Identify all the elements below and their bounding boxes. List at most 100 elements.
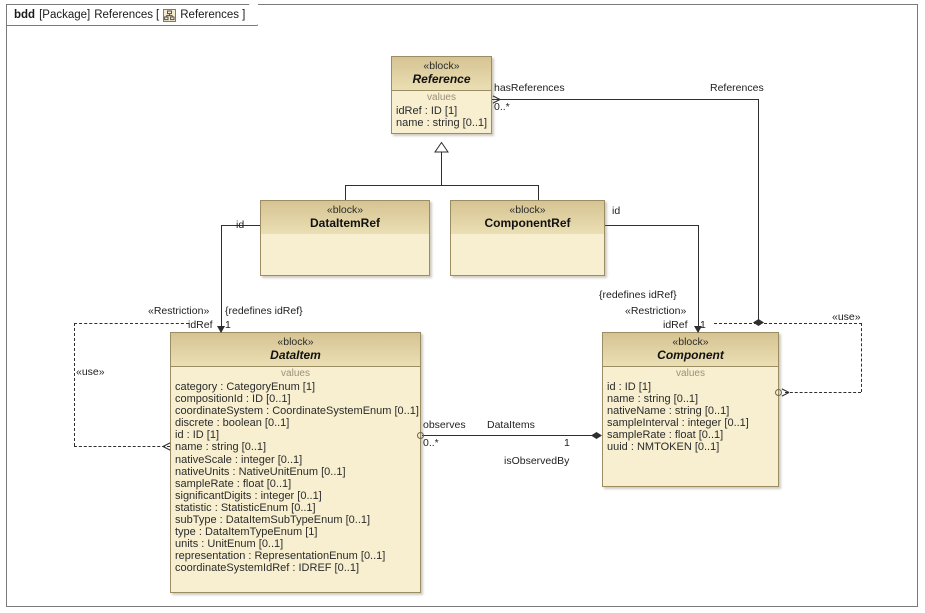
right-restriction-stereotype: «Restriction» [625, 305, 687, 317]
property-row: compositionId : ID [0..1] [175, 393, 291, 406]
block-component-stereotype: «block» [672, 336, 709, 348]
has-references-multiplicity: 0..* [494, 101, 510, 113]
generalization-crossbar [345, 185, 538, 186]
property-row: units : UnitEnum [0..1] [175, 538, 284, 551]
block-dataitem-name: DataItem [270, 348, 321, 362]
use-right-line-bottom [785, 392, 861, 393]
use-left-line-left [74, 323, 75, 446]
property-row: nativeUnits : NativeUnitEnum [0..1] [175, 465, 346, 478]
block-componentref-header: «block» ComponentRef [451, 201, 604, 234]
observes-multiplicity: 0..* [423, 437, 439, 449]
block-reference-name: Reference [412, 72, 471, 86]
property-row: representation : RepresentationEnum [0..… [175, 550, 386, 563]
bracket-open: [ [156, 9, 160, 21]
generalization-branch-dataitemref [345, 185, 346, 200]
dataitemref-id-arrowhead [217, 326, 225, 333]
generalization-stem [441, 152, 442, 185]
dataitemref-id-line-v [221, 225, 222, 332]
compartment-title: values [281, 368, 310, 379]
diagram-frame-header: bdd [Package] References [ References ] [6, 4, 259, 26]
dataitems-diamond [591, 432, 602, 439]
diagram-package-tag: [Package] [39, 9, 91, 21]
use-right-end-circle [775, 389, 782, 396]
use-right-line-top [714, 323, 862, 324]
property-row: nativeName : string [0..1] [607, 405, 730, 418]
dataitemref-id-role-label: id [236, 219, 245, 231]
block-componentref-stereotype: «block» [509, 204, 546, 216]
property-row: discrete : boolean [0..1] [175, 417, 290, 430]
property-row: significantDigits : integer [0..1] [175, 489, 322, 502]
has-references-role-label: hasReferences [494, 82, 565, 94]
block-dataitem-header: «block» DataItem [171, 333, 420, 367]
block-dataitem[interactable]: «block» DataItem values category : Categ… [170, 332, 421, 593]
references-label: References [710, 82, 764, 94]
dataitemref-id-line-h [221, 225, 260, 226]
componentref-id-line-h [605, 225, 699, 226]
property-row: nativeScale : integer [0..1] [175, 453, 303, 466]
property-row: idRef : ID [1] [396, 105, 458, 117]
use-right-stereotype: «use» [832, 311, 861, 323]
block-reference-header: «block» Reference [392, 57, 491, 91]
left-idref-multiplicity: 1 [225, 319, 231, 331]
left-restriction-stereotype: «Restriction» [148, 305, 210, 317]
block-reference-values-compartment: values idRef : ID [1] name : string [0..… [392, 91, 491, 131]
block-component[interactable]: «block» Component values id : ID [1] nam… [602, 332, 779, 487]
bracket-close: ] [242, 9, 246, 21]
block-dataitemref-stereotype: «block» [326, 204, 364, 216]
dataitems-label: DataItems [487, 419, 535, 431]
property-row: name : string [0..1] [396, 117, 488, 130]
use-left-arrowhead [163, 446, 171, 447]
block-dataitemref[interactable]: «block» DataItemRef [260, 200, 430, 276]
property-row: coordinateSystem : CoordinateSystemEnum … [175, 405, 419, 418]
observes-end-circle [417, 432, 424, 439]
use-left-stereotype: «use» [76, 366, 105, 378]
generalization-branch-componentref [538, 185, 539, 200]
generalization-triangle-outline [434, 141, 449, 153]
block-dataitemref-header: «block» DataItemRef [261, 201, 429, 234]
property-row: sampleRate : float [0..1] [175, 477, 292, 490]
property-row: type : DataItemTypeEnum [1] [175, 526, 318, 539]
diagram-name: References [180, 9, 240, 21]
property-row: statistic : StatisticEnum [0..1] [175, 501, 316, 514]
property-row: coordinateSystemIdRef : IDREF [0..1] [175, 562, 360, 575]
block-dataitemref-name: DataItemRef [309, 216, 381, 230]
block-componentref-name: ComponentRef [484, 216, 571, 230]
property-row: sampleInterval : integer [0..1] [607, 417, 749, 430]
left-redefines-constraint: {redefines idRef} [225, 305, 303, 317]
diagram-package-name: References [94, 9, 154, 21]
use-right-line-right [861, 323, 862, 392]
block-component-header: «block» Component [603, 333, 778, 367]
observes-role-label: observes [423, 419, 466, 431]
property-row: category : CategoryEnum [1] [175, 381, 316, 393]
references-diamond [753, 319, 764, 326]
property-row: subType : DataItemSubTypeEnum [0..1] [175, 514, 371, 527]
use-left-line-top [74, 323, 189, 324]
property-row: name : string [0..1] [175, 441, 267, 454]
right-redefines-constraint: {redefines idRef} [599, 289, 677, 301]
block-dataitem-values-compartment: values category : CategoryEnum [1] compo… [171, 367, 420, 577]
references-line-v [758, 99, 759, 323]
use-right-arrowhead [781, 392, 789, 393]
compartment-title: values [427, 92, 456, 103]
block-reference-stereotype: «block» [423, 60, 460, 72]
block-componentref[interactable]: «block» ComponentRef [450, 200, 605, 276]
property-row: sampleRate : float [0..1] [607, 429, 724, 442]
use-left-line-bottom [74, 446, 170, 447]
property-row: uuid : NMTOKEN [0..1] [607, 441, 720, 454]
right-idref-role-label: idRef [663, 319, 688, 331]
has-references-arrowhead [492, 99, 500, 100]
componentref-id-line-v [698, 225, 699, 332]
componentref-id-arrowhead [694, 326, 702, 333]
block-component-values-compartment: values id : ID [1] name : string [0..1] … [603, 367, 778, 456]
diagram-kind-label: bdd [14, 9, 36, 21]
right-idref-multiplicity: 1 [700, 319, 706, 331]
property-row: id : ID [1] [607, 381, 652, 393]
has-references-line-h [492, 99, 759, 100]
block-component-name: Component [657, 348, 724, 362]
componentref-id-role-label: id [612, 205, 621, 217]
block-reference[interactable]: «block» Reference values idRef : ID [1] … [391, 56, 492, 134]
observes-association-line [422, 435, 600, 436]
block-dataitem-stereotype: «block» [277, 336, 314, 348]
left-idref-role-label: idRef [188, 319, 213, 331]
